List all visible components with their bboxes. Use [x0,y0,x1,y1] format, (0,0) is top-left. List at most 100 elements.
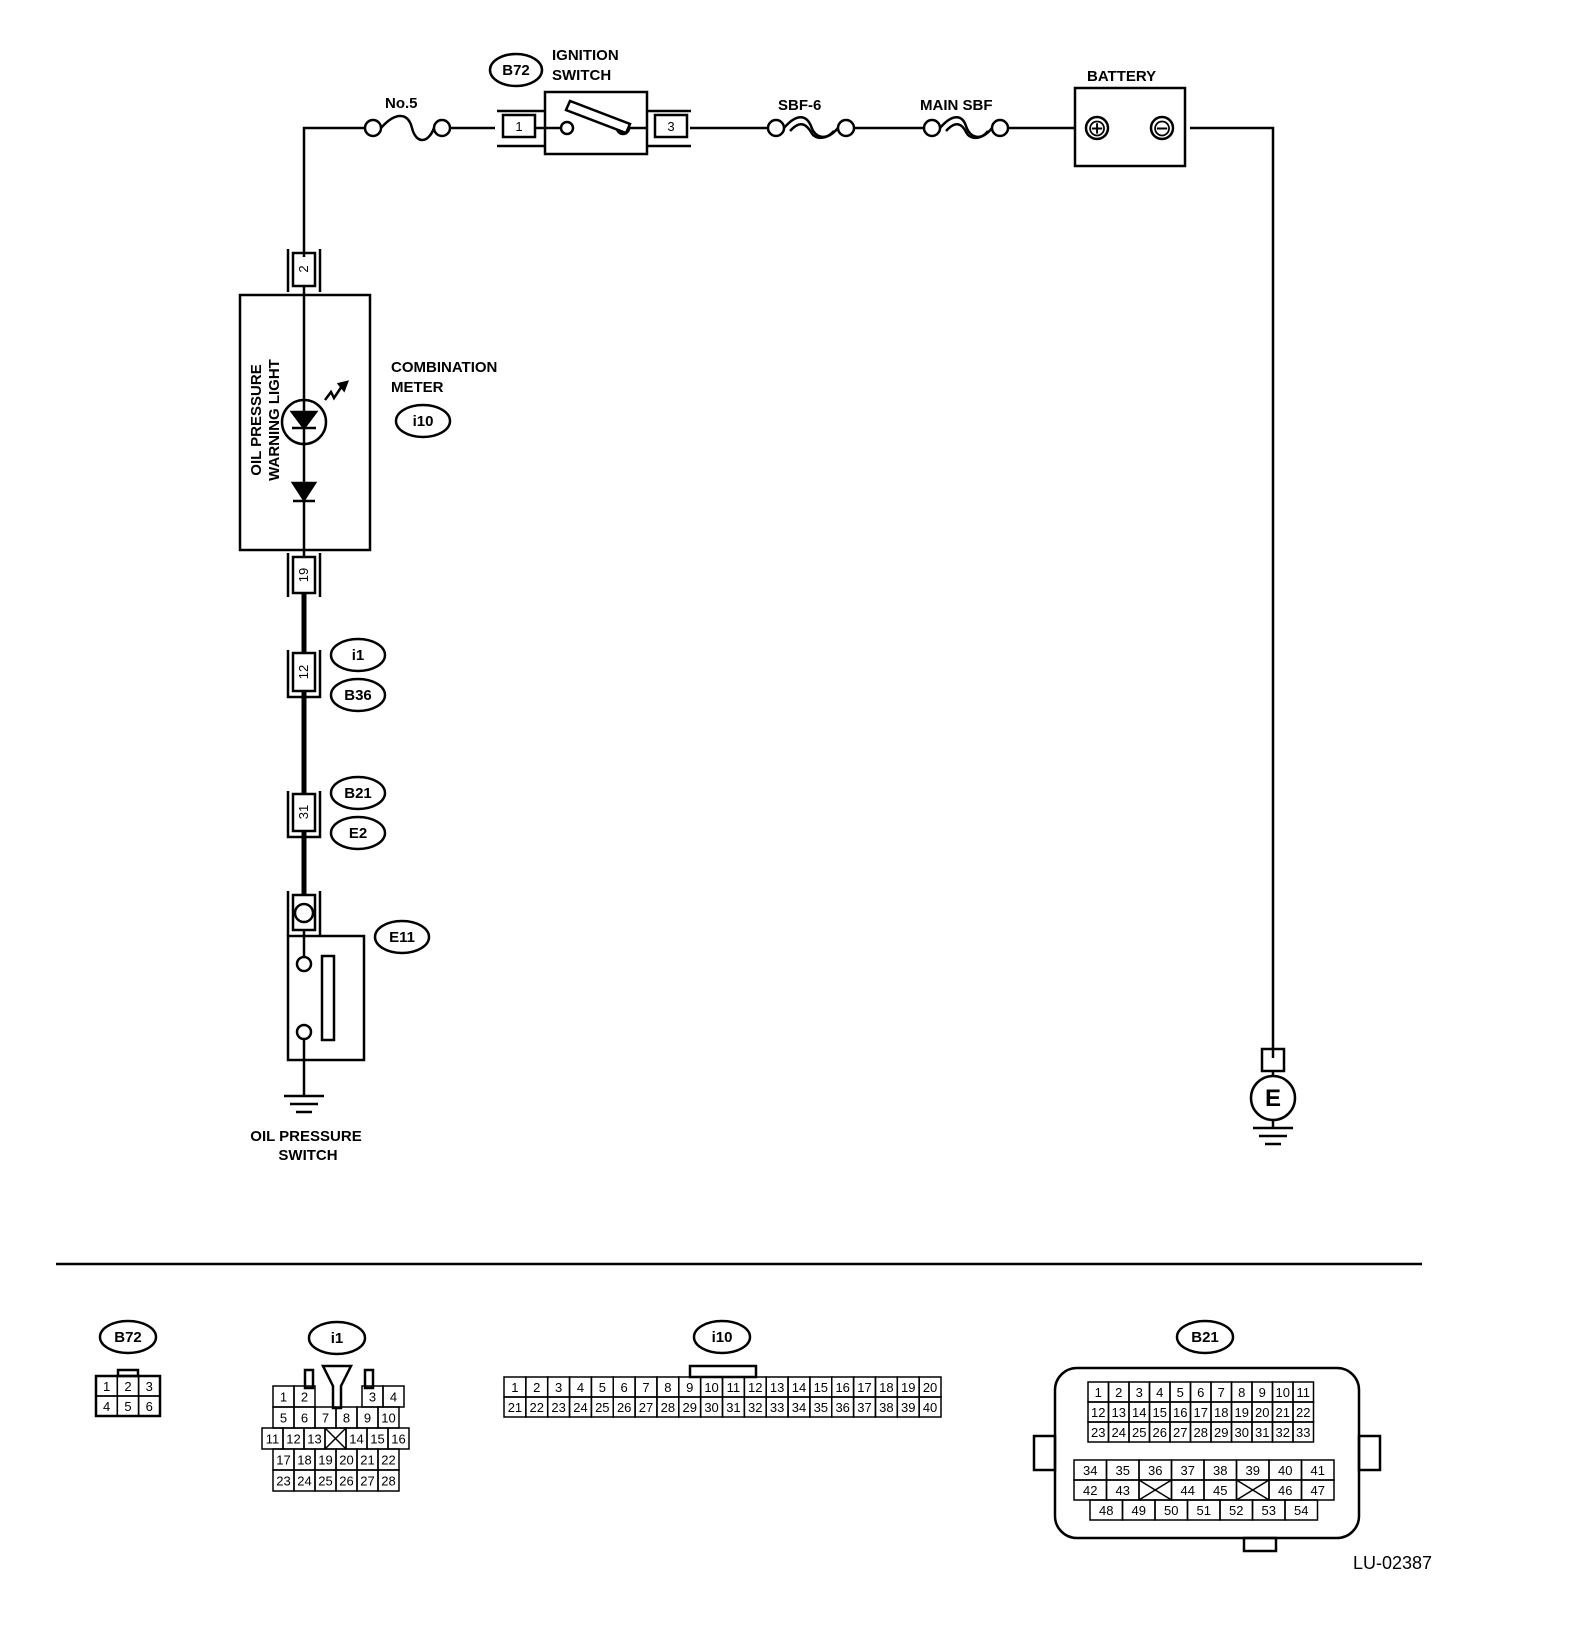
b72-pin-label: 2 [124,1379,131,1394]
b21-pin-label: 36 [1148,1463,1162,1478]
i10-pin-label: 22 [530,1400,544,1415]
tag-b21-top: B21 [344,785,372,802]
i10-pin-label: 3 [555,1380,562,1395]
b21-pin-label: 39 [1246,1463,1260,1478]
i1-pin-label: 6 [301,1411,308,1426]
label-combination-meter-line2: METER [391,379,444,396]
label-no5: No.5 [385,95,418,112]
wire-battery-ground [1190,126,1275,1058]
b21-blank-cell [1138,1479,1172,1501]
b21-pin-label: 5 [1177,1385,1184,1400]
b21-pin-label: 44 [1181,1483,1195,1498]
b21-pin-label: 22 [1296,1405,1310,1420]
connector-b21-e2-pin31 [286,791,322,839]
i1-pin-label: 19 [318,1453,332,1468]
i10-pin-label: 16 [835,1380,849,1395]
fuse-main-sbf [922,116,1010,140]
combination-meter [238,293,372,552]
i10-pin-label: 35 [814,1400,828,1415]
b21-pin-label: 4 [1156,1385,1163,1400]
i1-pin-label: 13 [307,1432,321,1447]
b21-blank-cell [1236,1479,1270,1501]
ignition-switch [497,90,691,156]
i10-pin-label: 37 [857,1400,871,1415]
tag-oval-e2 [329,815,387,851]
tag-b21-face: B21 [1191,1329,1219,1346]
b21-pin-label: 20 [1255,1405,1269,1420]
i1-pin-label: 3 [369,1390,376,1405]
b21-pin-label: 35 [1116,1463,1130,1478]
b21-pin-label: 23 [1091,1425,1105,1440]
b21-pin-label: 47 [1311,1483,1325,1498]
battery [1073,86,1187,168]
i1-pin-label: 11 [266,1432,280,1447]
pin-ign-3: 3 [667,119,674,134]
pin-ign-1: 1 [515,119,522,134]
i1-pin-label: 4 [390,1390,397,1405]
i1-pin-label: 9 [364,1411,371,1426]
i1-pin-label: 28 [381,1474,395,1489]
b21-pin-label: 13 [1112,1405,1126,1420]
b21-pin-label: 54 [1294,1503,1308,1518]
i10-pin-label: 34 [792,1400,806,1415]
i1-pin-label: 26 [339,1474,353,1489]
i10-pin-label: 12 [748,1380,762,1395]
i1-pin-label: 5 [280,1411,287,1426]
tag-b36: B36 [344,687,372,704]
b21-pin-label: 3 [1136,1385,1143,1400]
face-b21-outline [1032,1366,1382,1553]
b21-pin-label: 31 [1255,1425,1269,1440]
label-oil-switch-line1: OIL PRESSURE [250,1128,361,1145]
b72-pin-label: 3 [146,1379,153,1394]
i10-pin-label: 17 [857,1380,871,1395]
connector-meter-pin19 [286,553,322,597]
b21-pin-label: 7 [1218,1385,1225,1400]
tag-oval-i10-face [692,1319,752,1355]
i10-pin-label: 9 [686,1380,693,1395]
b21-pin-label: 49 [1132,1503,1146,1518]
b21-pin-label: 9 [1259,1385,1266,1400]
label-combination-meter-line1: COMBINATION [391,359,497,376]
i10-pin-label: 6 [621,1380,628,1395]
b21-pin-label: 11 [1297,1385,1311,1400]
i1-cell [377,1469,400,1492]
i10-pin-label: 27 [639,1400,653,1415]
ground-symbol-switch [284,1094,324,1114]
tag-i10-face: i10 [712,1329,733,1346]
b21-pin-label: 21 [1276,1405,1290,1420]
label-sbf6: SBF-6 [778,97,821,114]
label-oil-switch-line2: SWITCH [278,1147,337,1164]
b21-pin-label: 52 [1229,1503,1243,1518]
b21-pin-label: 45 [1213,1483,1227,1498]
i10-pin-label: 32 [748,1400,762,1415]
b21-pin-label: 37 [1181,1463,1195,1478]
label-main-sbf: MAIN SBF [920,97,993,114]
i1-pin-label: 14 [349,1432,363,1447]
label-ignition-switch-line1: IGNITION [552,47,619,64]
i1-pin-label: 1 [280,1390,287,1405]
b72-cell [137,1395,161,1417]
tag-b72-top: B72 [502,62,530,79]
i10-pin-label: 10 [704,1380,718,1395]
face-i10-outline [688,1364,758,1379]
label-ground-e: E [1265,1085,1281,1112]
b21-pin-label: 1 [1095,1385,1102,1400]
i1-blank-cell [324,1427,347,1450]
i1-pin-label: 24 [297,1474,311,1489]
b21-pin-label: 53 [1262,1503,1276,1518]
tag-b72-face: B72 [114,1329,142,1346]
i10-pin-label: 15 [814,1380,828,1395]
b21-pin-label: 24 [1112,1425,1126,1440]
wire-top-left [302,126,365,257]
b21-pin-label: 34 [1083,1463,1097,1478]
b72-pin-label: 1 [103,1379,110,1394]
i10-pin-label: 33 [770,1400,784,1415]
i1-pin-label: 27 [360,1474,374,1489]
i1-pin-label: 22 [381,1453,395,1468]
fuse-no5 [363,114,452,142]
pin-meter-19: 19 [296,568,311,582]
